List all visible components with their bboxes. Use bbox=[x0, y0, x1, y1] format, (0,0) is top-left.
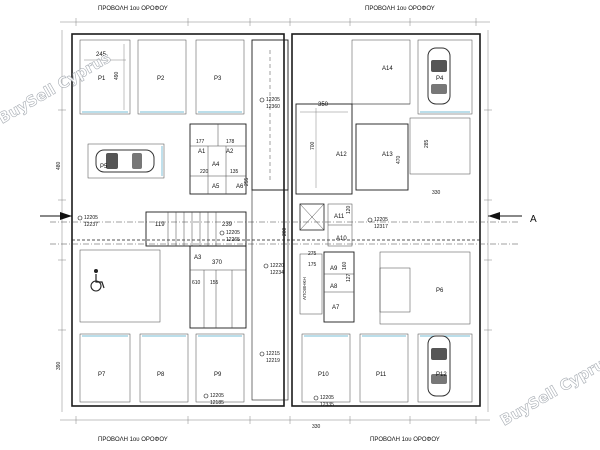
parking-label: P11 bbox=[376, 372, 387, 378]
dimension-label: 119 bbox=[155, 222, 165, 228]
level-label: 12237 bbox=[84, 222, 98, 228]
section-marker-label: A bbox=[530, 214, 537, 225]
projection-label-bottom-left: ΠΡΟΒΟΛΗ 1ου ΟΡΟΦΟΥ bbox=[98, 437, 168, 443]
unit-a12-a13 bbox=[295, 103, 471, 195]
room-label: A9 bbox=[330, 266, 338, 272]
room-label: A1 bbox=[198, 149, 206, 155]
dimension-label: 350 bbox=[318, 102, 329, 108]
room-label: A10 bbox=[336, 236, 347, 242]
level-label: 12219 bbox=[266, 358, 280, 364]
central-core bbox=[251, 39, 289, 401]
room-label: A6 bbox=[236, 184, 244, 190]
parking-label: P8 bbox=[157, 372, 165, 378]
parking-label: P9 bbox=[214, 372, 222, 378]
dimension-label: 275 bbox=[308, 251, 317, 257]
units-a1-a6 bbox=[189, 123, 247, 195]
parking-p5-p6 bbox=[79, 143, 471, 325]
dimension-label: 175 bbox=[308, 262, 317, 268]
dimension-label: 155 bbox=[210, 280, 219, 286]
level-label: 12205 bbox=[210, 393, 224, 399]
units-a9-a11 bbox=[299, 203, 353, 247]
room-label: A8 bbox=[330, 284, 338, 290]
level-label: 12360 bbox=[266, 104, 280, 110]
dimension-label: 127 bbox=[346, 273, 352, 282]
projection-label-bottom-right: ΠΡΟΒΟΛΗ 1ου ΟΡΟΦΟΥ bbox=[370, 437, 440, 443]
dimension-label: 490 bbox=[114, 71, 120, 80]
dimension-label: 390 bbox=[56, 361, 62, 370]
room-label: A2 bbox=[226, 149, 234, 155]
building-outline bbox=[50, 33, 520, 407]
dimension-label: 610 bbox=[192, 280, 201, 286]
dimension-label: 178 bbox=[226, 139, 235, 145]
units-lower-left bbox=[189, 245, 247, 329]
parking-label: P7 bbox=[98, 372, 106, 378]
room-label: A13 bbox=[382, 152, 393, 158]
level-label: 12234 bbox=[270, 270, 284, 276]
room-label: A11 bbox=[334, 214, 345, 220]
wheelchair-icon bbox=[90, 269, 105, 292]
projection-label-top-left: ΠΡΟΒΟΛΗ 1ου ΟΡΟΦΟΥ bbox=[98, 6, 168, 12]
dimension-label: 700 bbox=[310, 141, 316, 150]
car-icon bbox=[427, 335, 451, 397]
dimension-label: 239 bbox=[222, 222, 233, 228]
parking-label: P3 bbox=[214, 76, 222, 82]
parking-bay-top-left bbox=[79, 39, 245, 115]
dimension-label: 255 bbox=[244, 177, 250, 186]
parking-label: P6 bbox=[436, 288, 444, 294]
dimension-label: 480 bbox=[56, 161, 62, 170]
units-lower-right bbox=[299, 251, 411, 323]
watermark-text: BuySell Cyprus bbox=[497, 350, 600, 429]
dimension-label: 220 bbox=[200, 169, 209, 175]
room-label: A7 bbox=[332, 305, 340, 311]
dimension-label: 120 bbox=[346, 205, 352, 214]
car-icon bbox=[427, 47, 451, 105]
parking-label: P5 bbox=[100, 164, 108, 170]
parking-label: P12 bbox=[436, 372, 447, 378]
dimension-label: 330 bbox=[432, 190, 441, 196]
dimension-label: 135 bbox=[230, 169, 239, 175]
dimension-label: 370 bbox=[212, 260, 223, 266]
dimension-label: 245 bbox=[96, 52, 107, 58]
level-label: 12205 bbox=[84, 215, 98, 221]
room-label: A4 bbox=[212, 162, 220, 168]
parking-bay-bottom bbox=[79, 333, 473, 403]
level-label: 12335 bbox=[320, 402, 334, 408]
level-label: 12205 bbox=[266, 97, 280, 103]
dimension-label: 160 bbox=[342, 261, 348, 270]
level-label: 12185 bbox=[210, 400, 224, 406]
level-label: 12220 bbox=[270, 263, 284, 269]
dimension-label: 177 bbox=[196, 139, 205, 145]
storage-label: ΑΠΟΘΗΚΗ bbox=[302, 277, 307, 300]
projection-label-top-right: ΠΡΟΒΟΛΗ 1ου ΟΡΟΦΟΥ bbox=[365, 6, 435, 12]
dimension-label: 200 bbox=[282, 227, 288, 236]
section-arrow-icon bbox=[40, 212, 522, 220]
parking-label: P4 bbox=[436, 76, 444, 82]
dimension-label: 285 bbox=[424, 139, 430, 148]
level-label: 12265 bbox=[226, 237, 240, 243]
level-label: 12215 bbox=[266, 351, 280, 357]
watermark-text: BuySell Cyprus bbox=[0, 48, 114, 127]
room-label: A3 bbox=[194, 255, 202, 261]
parking-label: P1 bbox=[98, 76, 106, 82]
room-label: A12 bbox=[336, 152, 347, 158]
dimension-grid bbox=[58, 18, 492, 424]
parking-label: P2 bbox=[157, 76, 165, 82]
dimension-label: 470 bbox=[396, 155, 402, 164]
level-label: 12205 bbox=[374, 217, 388, 223]
dimension-label: 330 bbox=[312, 424, 321, 430]
parking-label: P10 bbox=[318, 372, 329, 378]
room-label: A5 bbox=[212, 184, 220, 190]
car-icon bbox=[95, 149, 155, 173]
level-label: 12317 bbox=[374, 224, 388, 230]
room-label: A14 bbox=[382, 66, 393, 72]
unit-a14-area bbox=[351, 39, 473, 115]
level-label: 12205 bbox=[320, 395, 334, 401]
level-label: 12205 bbox=[226, 230, 240, 236]
level-markers: 12205 12360 12205 12237 12205 12317 1220… bbox=[77, 97, 388, 408]
